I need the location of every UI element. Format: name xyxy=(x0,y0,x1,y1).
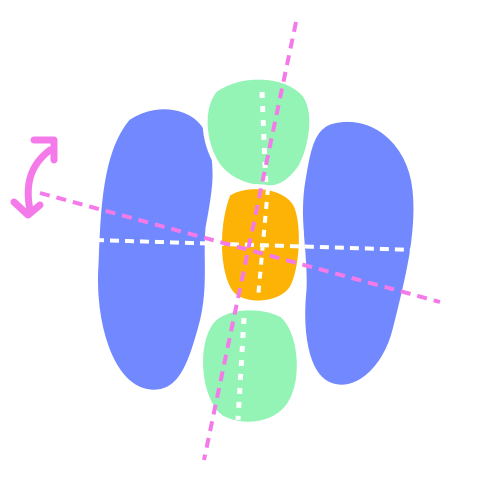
tilted-rotation-axis-horizontal xyxy=(39,191,441,304)
horizontal-reference-axis xyxy=(94,238,416,252)
right-blue-lobe xyxy=(297,116,419,390)
tilted-rotation-axis-vertical xyxy=(202,21,298,461)
vertical-reference-axis-center xyxy=(256,187,270,299)
rotation-arrow-shaft xyxy=(24,146,54,214)
rotation-arrow-head-bottom xyxy=(10,198,44,219)
curved-double-arrow-icon xyxy=(10,136,58,219)
vertical-reference-axis-top xyxy=(259,91,269,189)
top-green-lobe xyxy=(202,74,315,191)
vertical-reference-axis-bottom xyxy=(235,317,247,421)
rotation-arrow-head-top xyxy=(30,136,58,164)
bottom-green-lobe xyxy=(198,305,302,427)
